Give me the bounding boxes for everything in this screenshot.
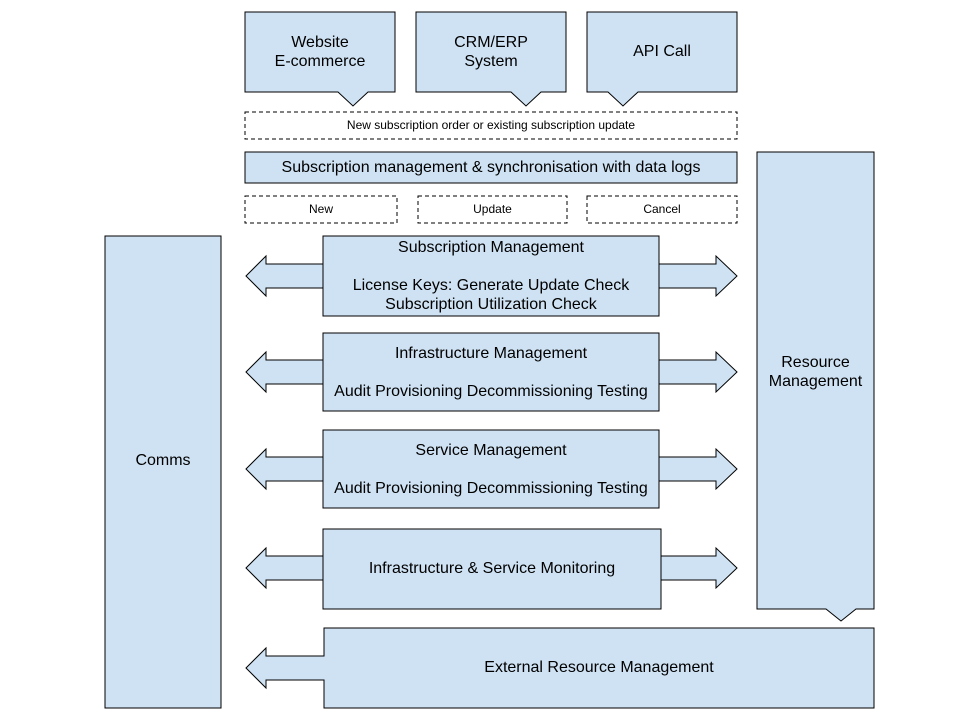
service-module-title: Service Management <box>415 442 567 460</box>
source-api-shape <box>586 11 738 107</box>
service-module-box <box>322 429 660 509</box>
action-new-label: New <box>308 202 333 217</box>
infrastructure-module-title: Infrastructure Management <box>394 345 588 363</box>
sync-bar-box <box>244 151 738 184</box>
monitoring-module-box <box>322 528 662 610</box>
action-cancel-box <box>586 195 738 224</box>
source-website-shape <box>244 11 396 107</box>
infrastructure-module-box <box>322 332 660 412</box>
comms-column <box>104 235 222 709</box>
subscription-module-detail: License Keys: Generate Update Check Subs… <box>352 276 630 313</box>
source-api-label: API Call <box>633 43 691 61</box>
sync-bar-label: Subscription management & synchronisatio… <box>281 158 701 176</box>
external-resource-shape <box>245 627 875 709</box>
external-resource-label: External Resource Management <box>484 659 714 677</box>
action-update-box <box>417 195 568 224</box>
subscription-module-box <box>322 235 660 317</box>
action-update-label: Update <box>473 202 512 217</box>
source-crm-label: CRM/ERP System <box>454 33 528 70</box>
source-website-label: Website E-commerce <box>274 33 366 70</box>
action-new-box <box>244 195 398 224</box>
source-crm-shape <box>415 11 567 107</box>
infrastructure-module-detail: Audit Provisioning Decommissioning Testi… <box>334 383 648 401</box>
resource-management-label: Resource Management <box>768 353 863 390</box>
resource-management-column <box>756 151 875 622</box>
monitoring-module-title: Infrastructure & Service Monitoring <box>368 560 616 578</box>
comms-label: Comms <box>135 452 191 470</box>
service-module-detail: Audit Provisioning Decommissioning Testi… <box>334 480 648 498</box>
order-note-label: New subscription order or existing subsc… <box>346 118 636 133</box>
order-note-box <box>244 111 738 140</box>
action-cancel-label: Cancel <box>643 202 681 217</box>
subscription-module-title: Subscription Management <box>398 239 584 257</box>
